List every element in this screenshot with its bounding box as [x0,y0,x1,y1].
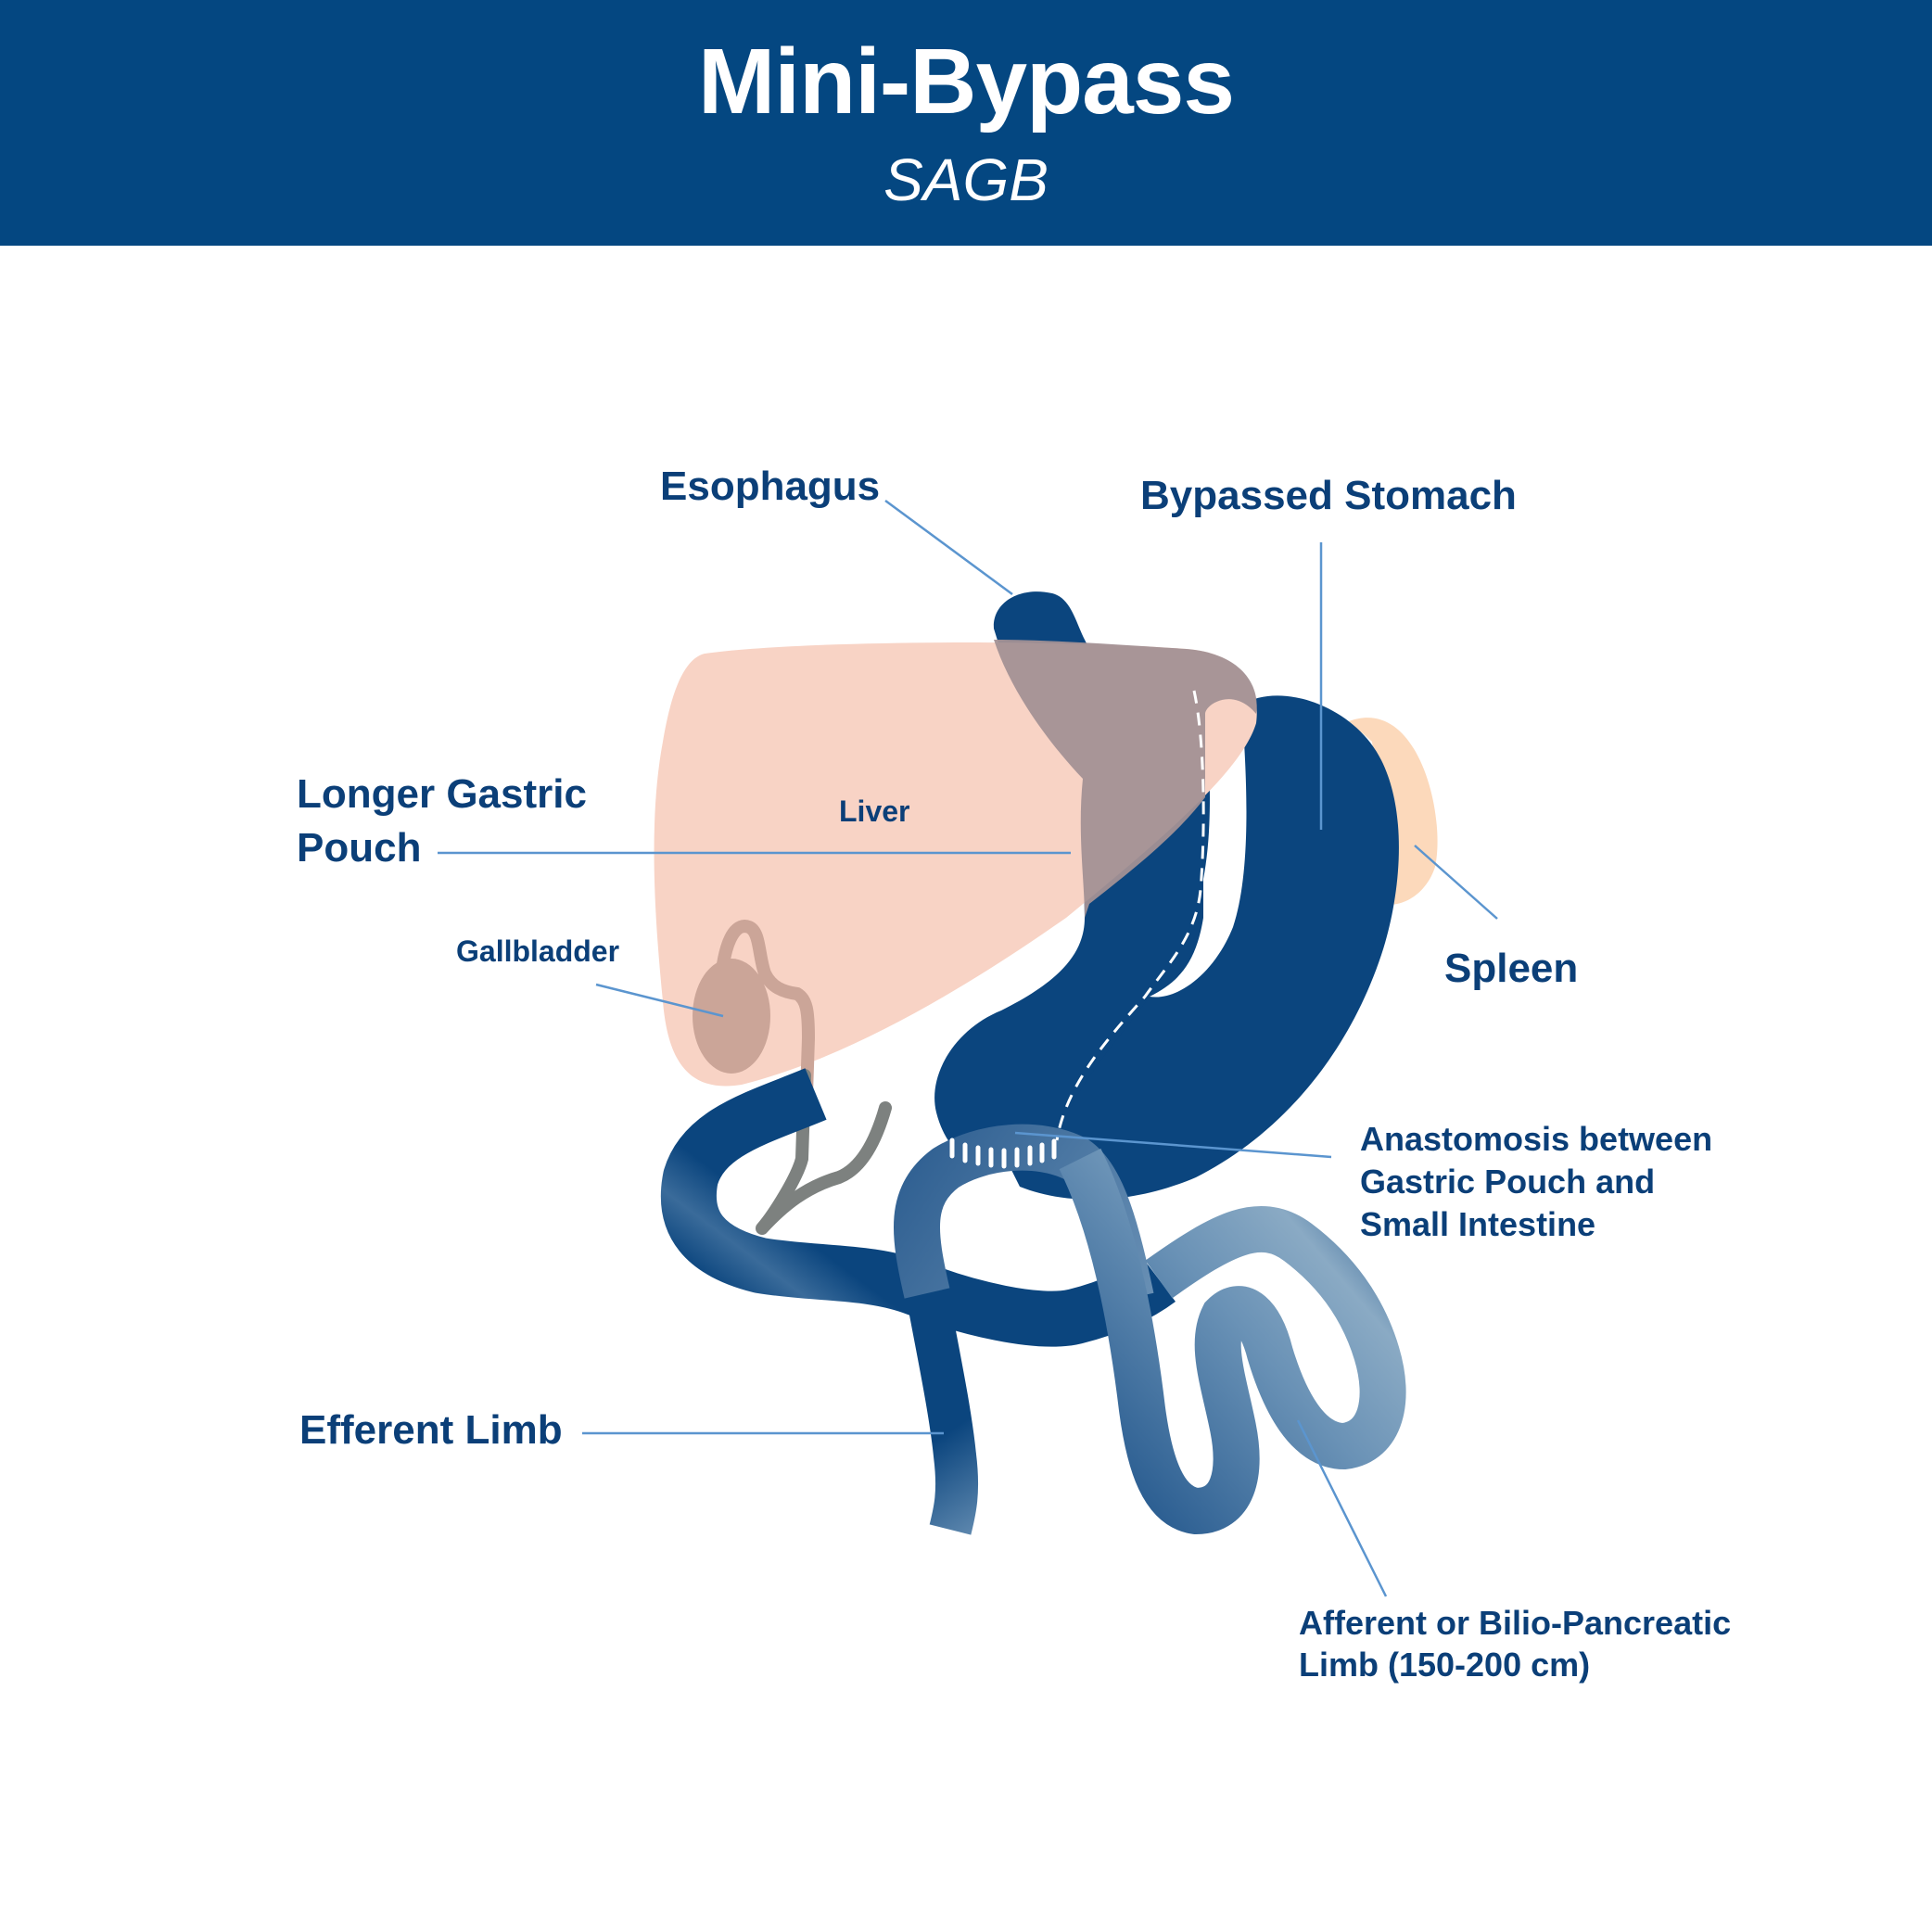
label-efferent-limb: Efferent Limb [299,1407,563,1453]
gap-shape [1150,714,1247,998]
label-gastric-pouch-line1: Longer Gastric [297,771,587,817]
label-anastomosis-line3: Small Intestine [1360,1205,1596,1243]
page-subtitle: SAGB [883,146,1049,213]
leader-anastomosis [1014,1131,1332,1159]
leader-afferent [1296,1419,1388,1597]
label-anastomosis-line1: Anastomosis between [1360,1120,1713,1158]
label-afferent-line1: Afferent or Bilio-Pancreatic [1299,1604,1732,1642]
label-bypassed-stomach: Bypassed Stomach [1140,473,1517,518]
leader-esophagus [884,499,1013,596]
staple-line [1055,690,1205,1141]
label-liver: Liver [839,794,910,828]
header-banner: Mini-Bypass SAGB [0,0,1932,246]
page-title: Mini-Bypass [697,30,1235,133]
anastomosis-stitches [949,1138,1057,1169]
label-gastric-pouch-line2: Pouch [297,825,422,871]
leader-spleen [1414,845,1498,920]
overlap-shape [994,640,1257,918]
efferent-loop [660,1068,1176,1347]
label-spleen: Spleen [1444,946,1579,991]
leader-gallbladder [595,983,724,1018]
label-esophagus: Esophagus [660,464,881,509]
efferent-limb [906,1289,979,1535]
label-afferent-line2: Limb (150-200 cm) [1299,1646,1591,1684]
label-gallbladder: Gallbladder [456,934,620,968]
gallbladder-shape [693,959,770,1074]
afferent-limb [1059,1148,1406,1535]
leader-lines [438,499,1498,1597]
cystic-duct [717,920,816,1100]
label-anastomosis-line2: Gastric Pouch and [1360,1163,1656,1201]
bile-duct [756,1069,892,1235]
